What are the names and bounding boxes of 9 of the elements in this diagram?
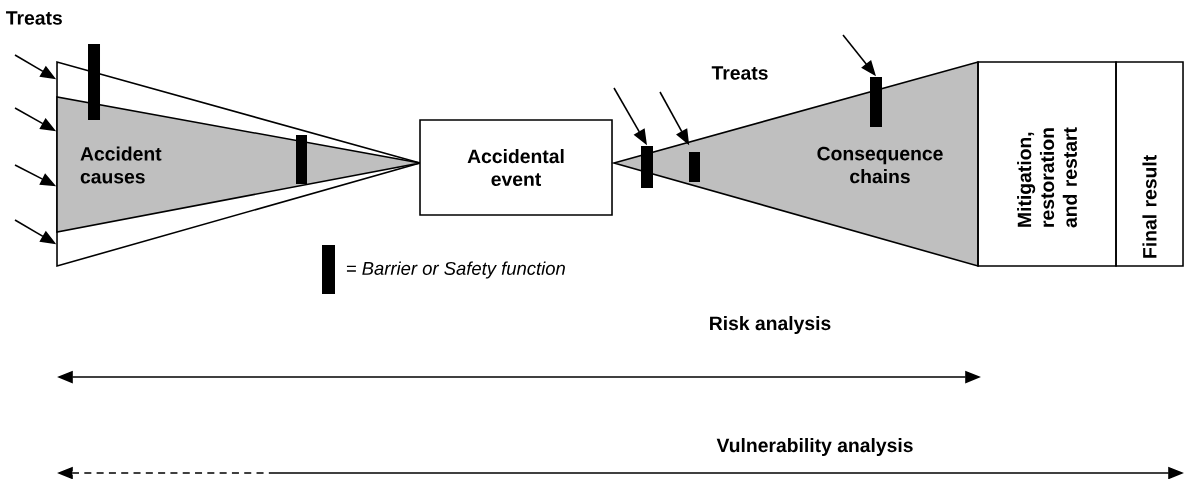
label-text: Treats (6, 11, 62, 25)
legend-text: = Barrier or Safety function (346, 261, 565, 279)
barrier-bar (88, 44, 100, 120)
label-text: Risk analysis (710, 316, 831, 334)
event-box: Accidental event (419, 119, 613, 216)
stage-box: Mitigation, restoration and restart (977, 61, 1117, 267)
label-text: Treats (711, 66, 768, 80)
label-text: Vulnerability analysis (716, 438, 913, 456)
stage-box: Final result (1115, 61, 1184, 267)
